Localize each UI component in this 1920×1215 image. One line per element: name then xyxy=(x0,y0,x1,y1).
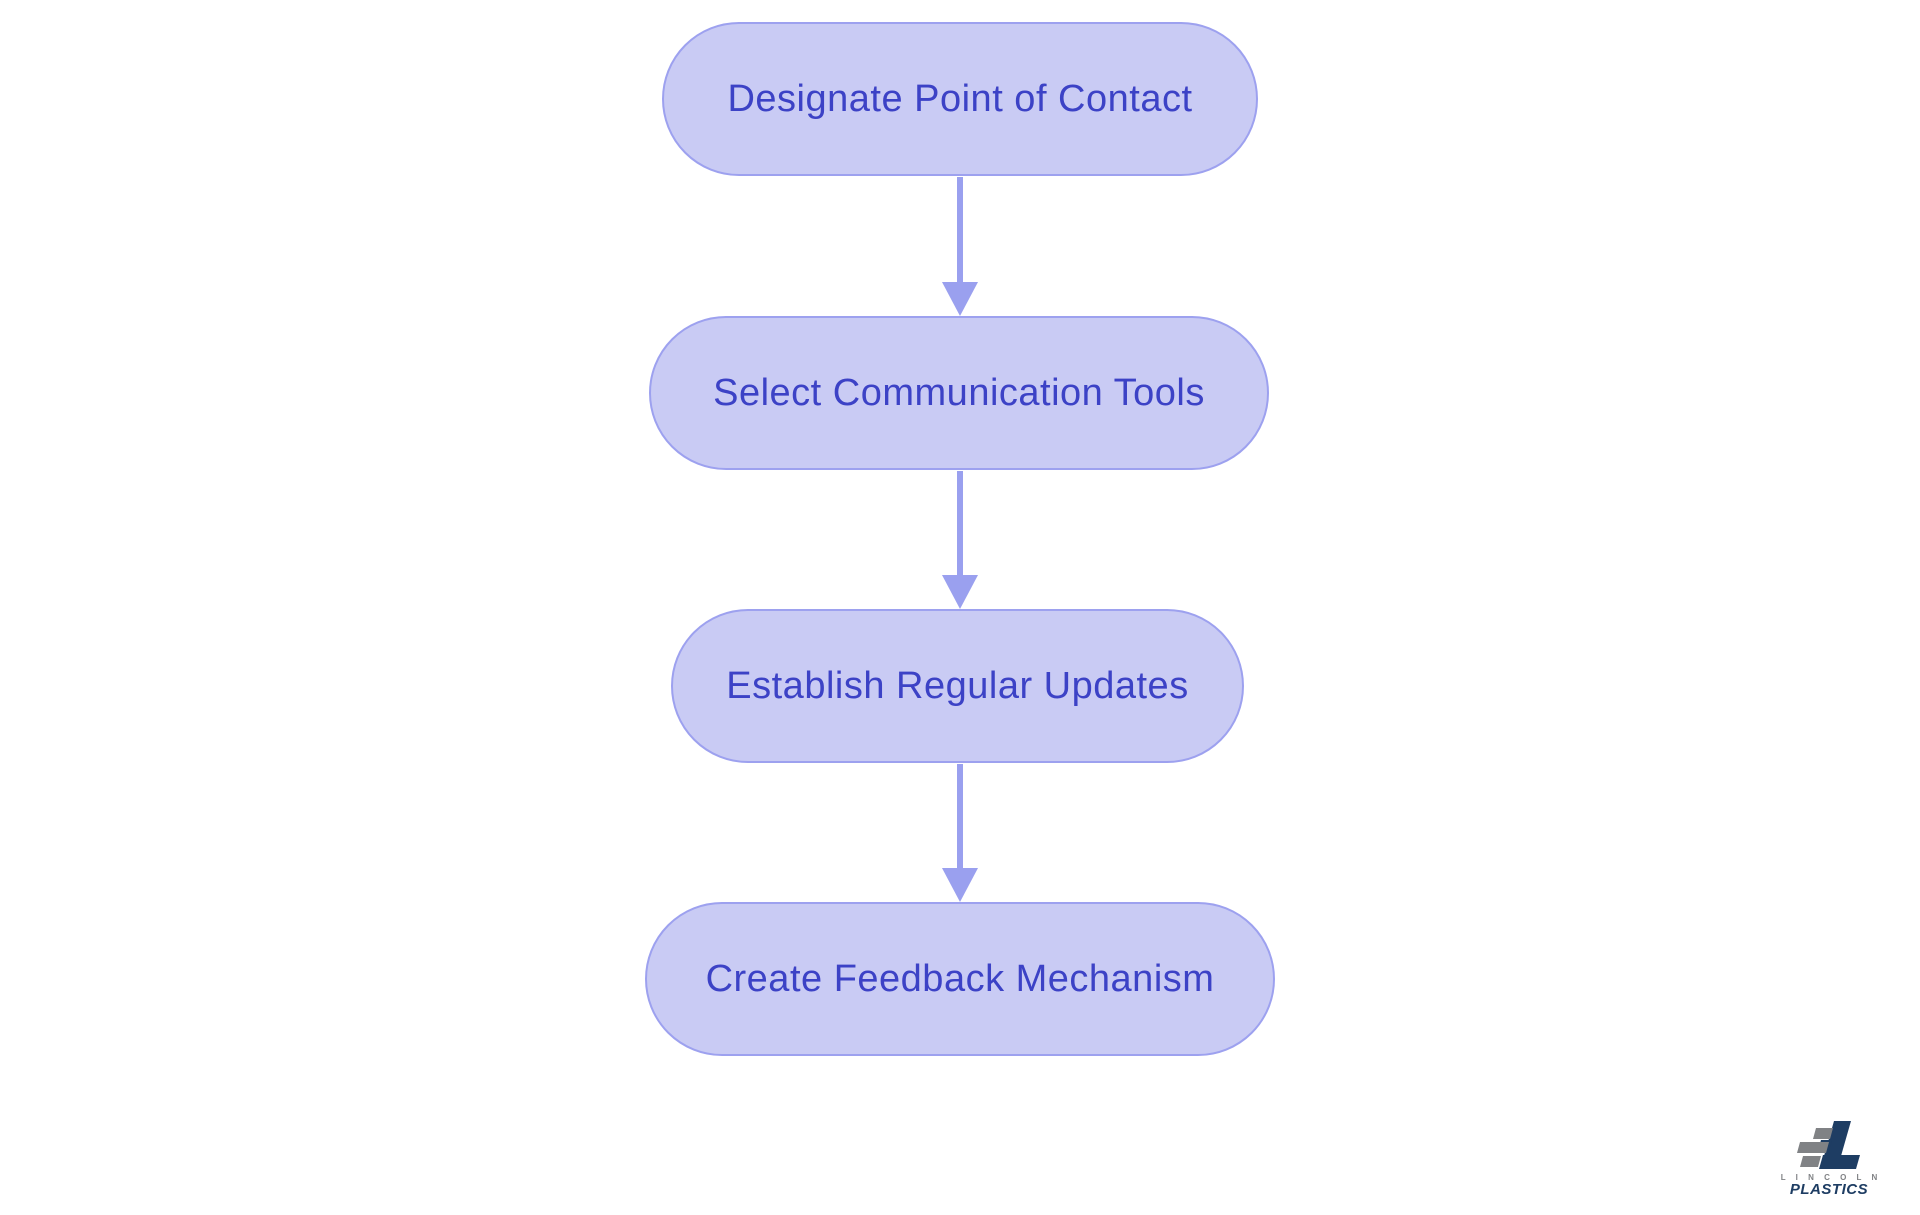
lincoln-plastics-logo: L I N C O L N PLASTICS xyxy=(1781,1120,1877,1199)
connector-line-1 xyxy=(957,177,963,283)
flow-node-label: Establish Regular Updates xyxy=(726,664,1189,707)
flow-node-select-communication-tools: Select Communication Tools xyxy=(649,316,1269,470)
flow-node-designate-point-of-contact: Designate Point of Contact xyxy=(662,22,1258,176)
flow-node-create-feedback-mechanism: Create Feedback Mechanism xyxy=(645,902,1275,1056)
logo-l-icon xyxy=(1797,1120,1860,1169)
flow-node-label: Designate Point of Contact xyxy=(727,77,1193,120)
arrow-down-icon xyxy=(942,868,978,902)
logo-division-name: PLASTICS xyxy=(1789,1180,1869,1198)
arrow-down-icon xyxy=(942,282,978,316)
logo-company-name: L I N C O L N xyxy=(1780,1172,1882,1182)
flow-node-establish-regular-updates: Establish Regular Updates xyxy=(671,609,1244,763)
flow-node-label: Select Communication Tools xyxy=(713,371,1205,414)
flow-node-label: Create Feedback Mechanism xyxy=(705,957,1215,1000)
arrow-down-icon xyxy=(942,575,978,609)
connector-line-2 xyxy=(957,471,963,575)
connector-line-3 xyxy=(957,764,963,869)
